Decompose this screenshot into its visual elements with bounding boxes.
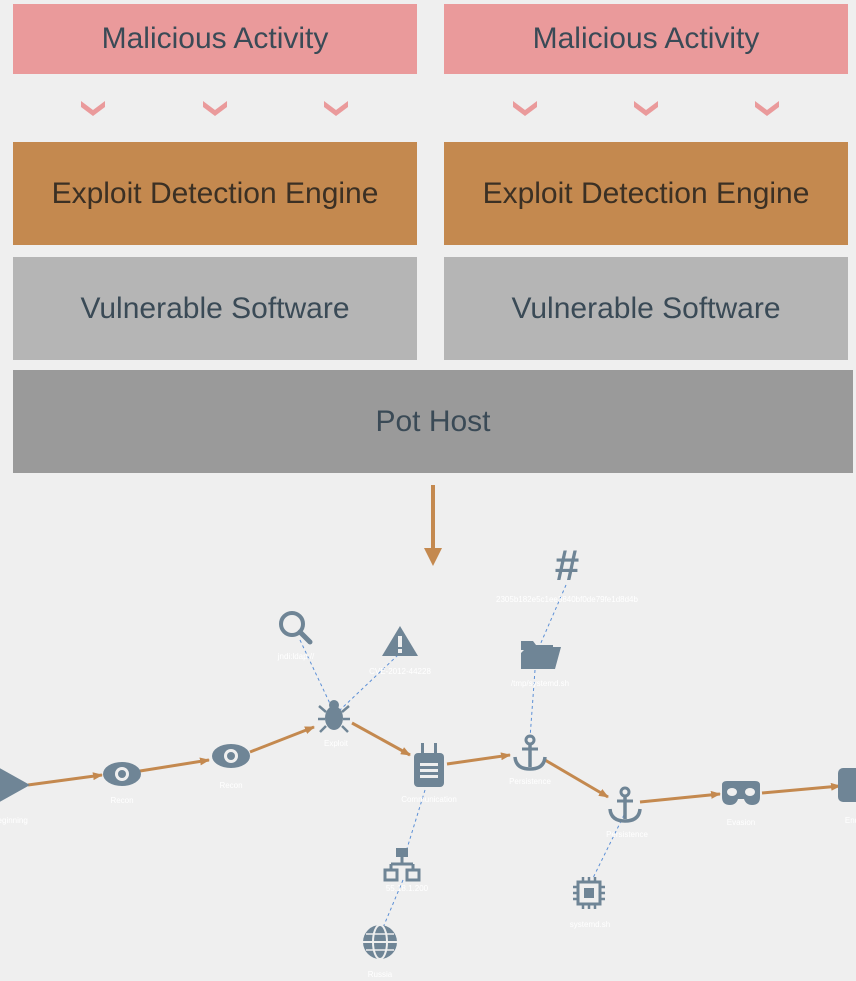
malicious-activity-label: Malicious Activity: [101, 22, 329, 55]
play-icon: [0, 768, 30, 802]
malicious-activity-label: Malicious Activity: [532, 22, 760, 55]
radio-icon: [414, 743, 444, 787]
malicious-activity-right: Malicious Activity: [444, 4, 848, 74]
node-label-evasion: Evasion: [727, 818, 755, 827]
node-label-network: 55.18.1.200: [386, 884, 429, 893]
node-label-recon: Recon: [219, 781, 242, 790]
node-label-persistence: Persistence: [606, 830, 648, 839]
eye-icon: [212, 744, 250, 768]
exploit-detection-engine-right: Exploit Detection Engine: [444, 142, 848, 245]
node-label-folder: /tmp/systemd.sh: [511, 679, 569, 688]
chevron-down-icon: [513, 101, 537, 116]
search-icon: [279, 611, 313, 645]
chevron-down-icon: [81, 101, 105, 116]
vulnerable-software-label: Vulnerable Software: [511, 291, 781, 325]
flow-arrows: [27, 721, 841, 804]
warning-icon: [382, 626, 418, 656]
anchor-icon: [513, 734, 547, 771]
vulnerable-software-label: Vulnerable Software: [80, 291, 350, 325]
globe-icon: [363, 924, 397, 960]
node-label-chip: systemd.sh: [570, 920, 610, 929]
mask-icon: [722, 781, 760, 805]
anchor-icon: [608, 786, 642, 823]
node-label-exploit: Exploit: [324, 739, 349, 748]
chevron-down-icon: [324, 101, 348, 116]
node-label-cve: CVE-2012-44228: [369, 667, 431, 676]
node-label-globe: Russia: [368, 970, 393, 979]
folder-icon: [521, 641, 561, 669]
node-label-hash: 2305b182e5c1ee3840bf0de79fe1d8d4b: [496, 595, 638, 604]
malicious-activity-left: Malicious Activity: [13, 4, 417, 74]
hash-icon: #: [555, 541, 579, 590]
node-label-search: jndi:ldap://: [277, 652, 315, 661]
chevron-down-icon: [203, 101, 227, 116]
network-icon: [383, 848, 421, 882]
engine-label: Exploit Detection Engine: [482, 176, 810, 210]
down-arrow: [424, 485, 442, 566]
vulnerable-software-right: Vulnerable Software: [444, 257, 848, 360]
node-label-beginning: Beginning: [0, 816, 28, 825]
eye-icon: [103, 762, 141, 786]
exploit-detection-engine-left: Exploit Detection Engine: [13, 142, 417, 245]
node-label-persistence: Persistence: [509, 777, 551, 786]
engine-label: Exploit Detection Engine: [51, 176, 379, 210]
node-label-recon: Recon: [110, 796, 133, 805]
pot-host: Pot Host: [13, 370, 853, 473]
node-label-communication: Communication: [401, 795, 457, 804]
chevron-down-icon: [634, 101, 658, 116]
svg-text:#: #: [555, 541, 579, 590]
dashed-links: [299, 584, 625, 931]
chevron-down-icon: [755, 101, 779, 116]
bug-icon: [318, 700, 350, 733]
chip-icon: [573, 877, 605, 909]
vulnerable-software-left: Vulnerable Software: [13, 257, 417, 360]
node-label-end: End: [845, 816, 856, 825]
pot-host-label: Pot Host: [375, 404, 491, 438]
stop-icon: [838, 768, 856, 802]
